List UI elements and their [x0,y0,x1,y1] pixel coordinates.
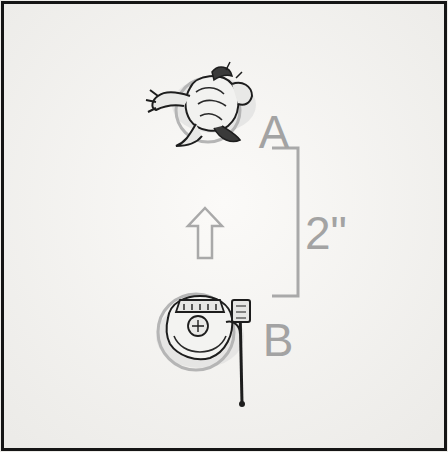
armour-line [174,336,226,352]
claw-lower [176,124,202,146]
crest [176,300,224,312]
distance-label: 2" [305,210,347,256]
move-arrow [188,208,222,258]
crest-detail [184,304,216,310]
head [212,67,232,80]
helmet-detail [192,320,204,332]
left-claw [146,90,158,112]
foot [214,126,240,142]
hammer-detail [236,306,246,318]
base [158,294,234,370]
body-detail [196,88,226,120]
distance-bracket [272,148,298,296]
spikes [226,62,242,78]
haft-end [239,401,245,407]
model-a [146,62,256,146]
model-letter: B [263,317,294,363]
model-letter: A [259,109,290,155]
body [167,296,233,359]
hammer-head [232,300,250,322]
body [186,76,239,131]
helmet [188,316,208,336]
model-b [156,294,250,407]
arm [226,322,240,334]
shadow [172,77,256,133]
frame [3,3,446,450]
right-arm [232,83,252,105]
